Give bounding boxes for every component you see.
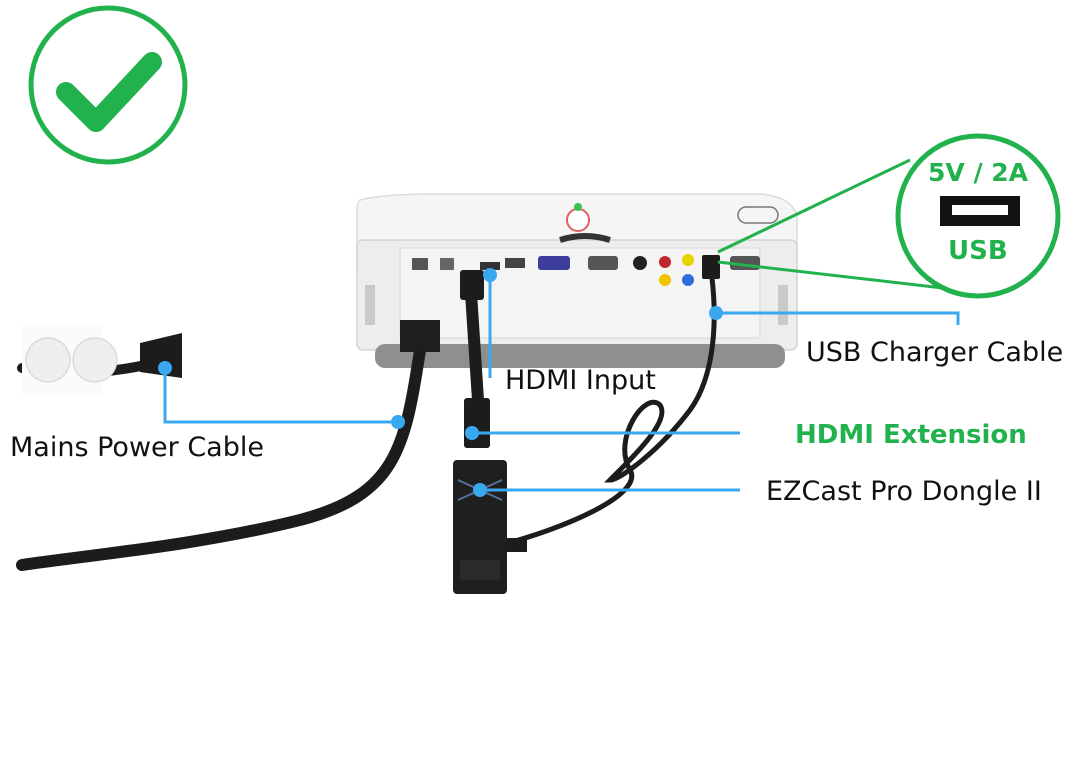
- usb-port-label: USB: [948, 236, 1008, 266]
- wall-socket: [22, 325, 182, 395]
- label-usb-charger-cable: USB Charger Cable: [806, 337, 1064, 368]
- usb-spec-callout: [895, 133, 1061, 299]
- ezcast-dongle: [453, 460, 527, 594]
- label-ezcast-dongle: EZCast Pro Dongle II: [766, 476, 1042, 507]
- callout-dots: [158, 268, 723, 497]
- callout-lines: [163, 275, 960, 492]
- checkmark-icon: [28, 5, 188, 165]
- label-hdmi-input: HDMI Input: [505, 365, 656, 396]
- usb-rating: 5V / 2A: [928, 158, 1029, 187]
- label-hdmi-extension: HDMI Extension: [795, 420, 1027, 450]
- hdmi-plug: [460, 270, 484, 300]
- usb-plug: [702, 255, 720, 279]
- label-mains-power-cable: Mains Power Cable: [10, 432, 264, 463]
- zoom-lines: [717, 158, 961, 292]
- projector: [356, 193, 798, 368]
- hdmi-extension-plug: [464, 398, 490, 448]
